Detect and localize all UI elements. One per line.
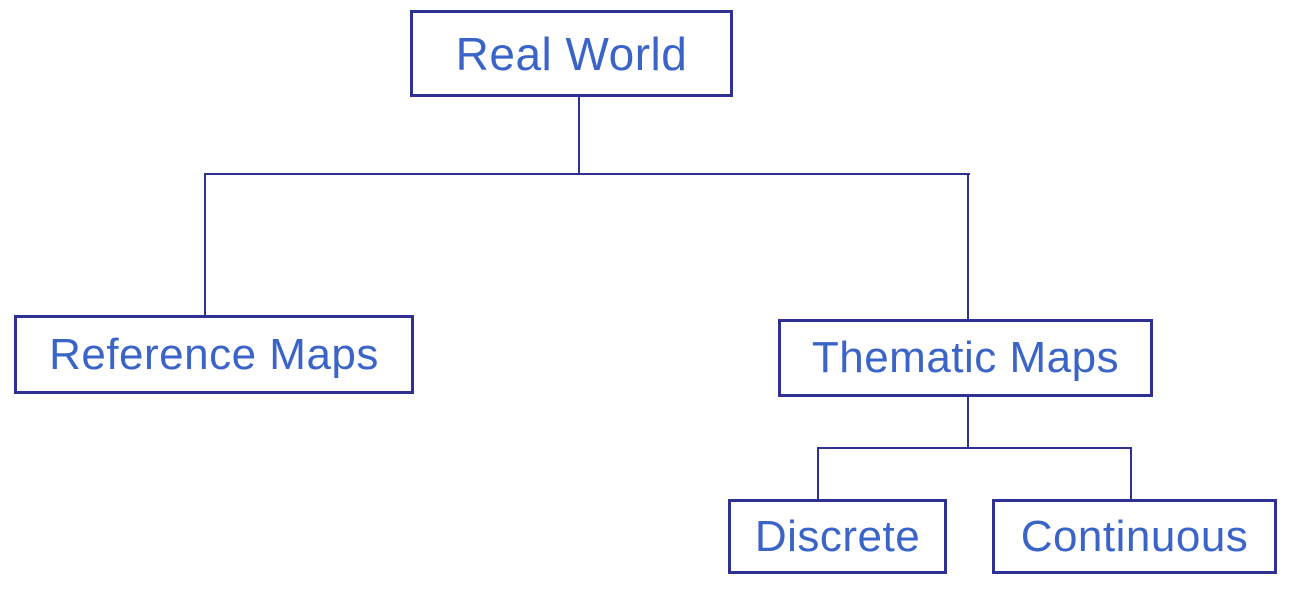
node-reference-maps-label: Reference Maps xyxy=(49,329,379,379)
connector-to-thematic-maps xyxy=(967,173,969,319)
node-thematic-maps: Thematic Maps xyxy=(778,319,1153,397)
node-thematic-maps-label: Thematic Maps xyxy=(811,333,1120,382)
connector-thematic-stem xyxy=(967,397,969,448)
node-continuous: Continuous xyxy=(992,499,1277,574)
node-discrete: Discrete xyxy=(728,499,947,574)
node-continuous-label: Continuous xyxy=(1020,511,1249,561)
connector-to-discrete xyxy=(817,447,819,499)
node-discrete-label: Discrete xyxy=(754,511,921,561)
node-real-world-label: Real World xyxy=(455,27,688,80)
connector-to-reference-maps xyxy=(204,173,206,315)
connector-realworld-stem xyxy=(578,97,580,174)
node-reference-maps: Reference Maps xyxy=(14,315,414,394)
connector-level1-horizontal xyxy=(204,173,970,175)
connector-to-continuous xyxy=(1130,447,1132,499)
node-real-world: Real World xyxy=(410,10,733,97)
connector-level2-horizontal xyxy=(817,447,1132,449)
